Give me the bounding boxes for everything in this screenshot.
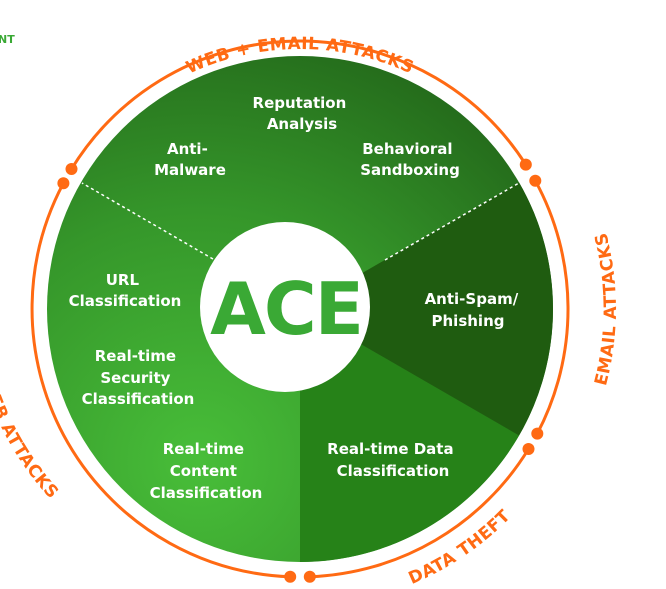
label-security: Real-time Security Classification bbox=[82, 347, 195, 408]
dot bbox=[57, 177, 70, 190]
divider-right bbox=[384, 182, 520, 261]
label-reputation: Reputation Analysis bbox=[253, 94, 352, 133]
dot bbox=[529, 174, 542, 187]
label-anti-malware: Anti- Malware bbox=[154, 140, 226, 179]
label-content: Real-time Content Classification bbox=[150, 440, 263, 502]
arc-email bbox=[533, 179, 570, 435]
label-data: Real-time Data Classification bbox=[327, 440, 459, 480]
arc-web-email bbox=[70, 39, 528, 170]
ring-label-email: EMAIL ATTACKS bbox=[591, 230, 621, 387]
divider-left bbox=[81, 182, 214, 260]
label-sandboxing: Behavioral Sandboxing bbox=[360, 140, 460, 179]
arc-web bbox=[30, 182, 291, 579]
dot bbox=[531, 427, 544, 440]
dot bbox=[522, 443, 535, 455]
label-url: URL Classification bbox=[69, 271, 182, 310]
dot bbox=[519, 158, 532, 171]
dot bbox=[284, 570, 297, 583]
sector-anti-spam bbox=[300, 182, 553, 436]
dot bbox=[65, 163, 78, 175]
center-circle bbox=[200, 222, 370, 392]
corner-text: NT bbox=[0, 33, 15, 46]
dot bbox=[303, 570, 316, 583]
ring-dots bbox=[57, 158, 544, 583]
orange-ring bbox=[30, 39, 570, 579]
ace-label: ACE bbox=[210, 267, 362, 351]
arc-data-theft bbox=[309, 448, 530, 579]
label-antispam: Anti-Spam/ Phishing bbox=[425, 290, 524, 330]
ring-label-web: WEB ATTACKS bbox=[0, 374, 62, 503]
sector-data-classification bbox=[300, 309, 520, 562]
